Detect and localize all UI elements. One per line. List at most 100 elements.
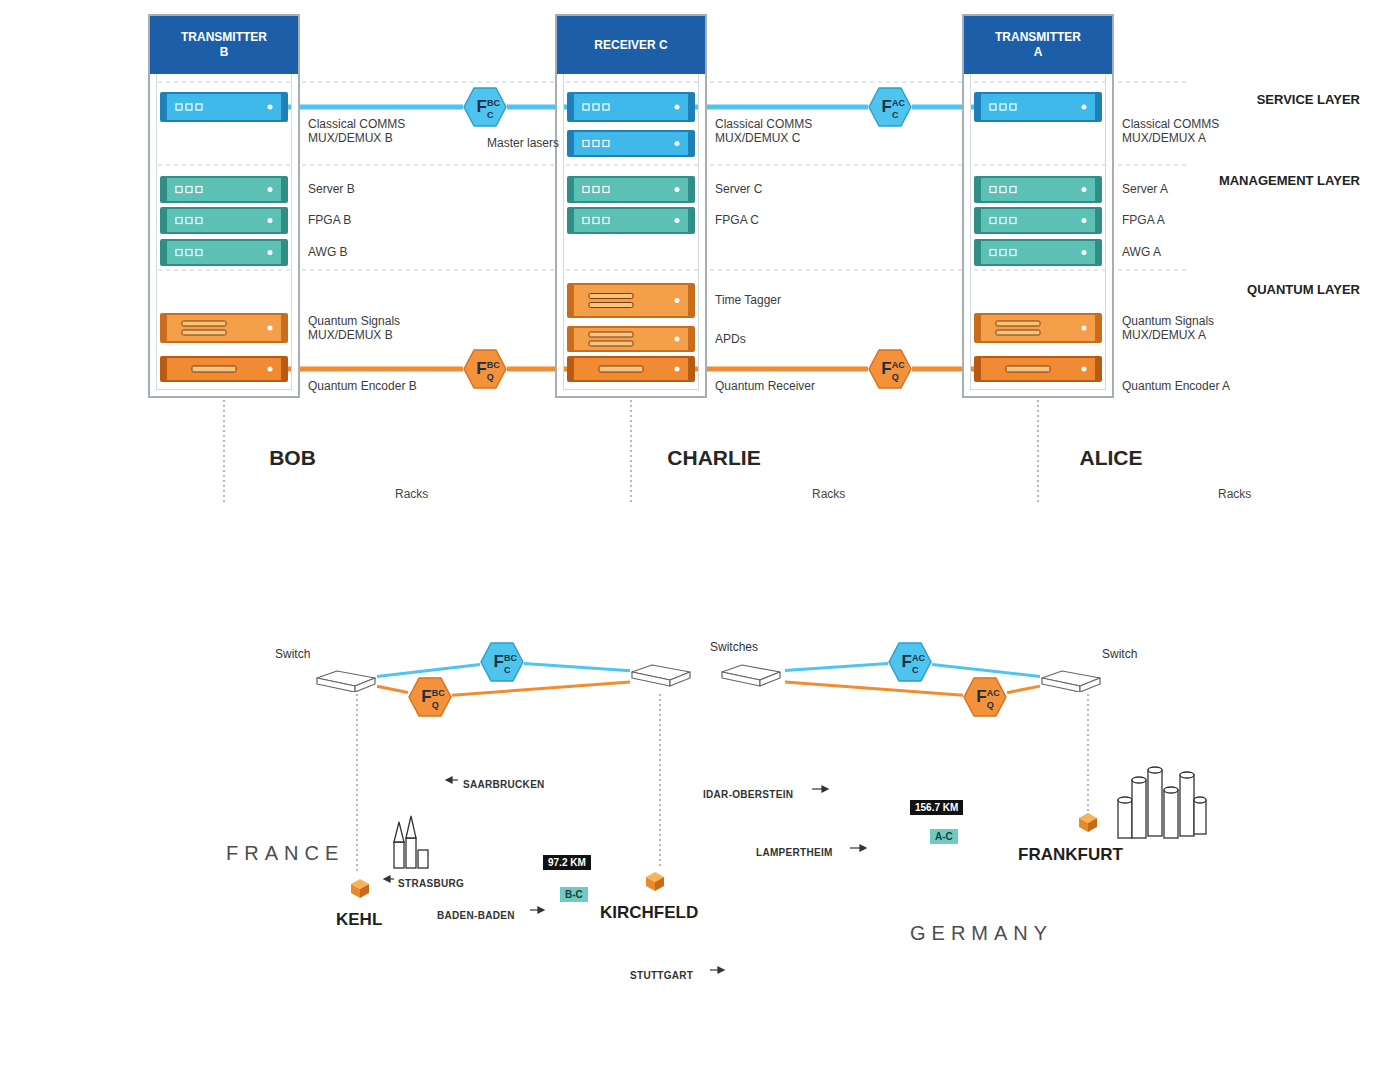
rack-side: [638, 511, 668, 633]
rack-front-module: [184, 558, 226, 566]
fibre-link: [507, 367, 567, 372]
rack-module: Quantum Signals MUX/DEMUX A: [974, 313, 1102, 343]
badge-symbol: F: [494, 652, 504, 671]
switch-icon: [1042, 671, 1100, 692]
module-end-cap: [688, 358, 693, 380]
layer-label: MANAGEMENT LAYER: [1219, 173, 1360, 188]
module-label: Quantum Signals MUX/DEMUX B: [308, 314, 420, 343]
port-square: [196, 187, 202, 193]
fibre-link: [695, 367, 868, 372]
module-slot: [589, 294, 633, 299]
badge-superscript: AC: [987, 688, 1000, 698]
rack-front-module: [184, 541, 226, 549]
dashed-rack-outline: [1232, 506, 1262, 638]
module-end-cap: [162, 178, 167, 201]
module-faceplate: [569, 132, 693, 155]
port-square: [593, 141, 599, 147]
module-end-cap: [569, 94, 574, 120]
city-label: LAMPERTHEIM: [756, 847, 833, 858]
module-end-cap: [1095, 241, 1100, 264]
badge-hexagon-shape: [464, 350, 506, 388]
module-end-cap: [976, 358, 981, 380]
fibre-link: [785, 664, 888, 671]
plate-side: [15, 868, 1378, 1086]
rack-module: Quantum Signals MUX/DEMUX B: [160, 313, 288, 343]
port-square: [593, 187, 599, 193]
site-hexagon: ALICESwitch: [932, 418, 1290, 705]
rack-front: [992, 523, 1042, 633]
switch-side: [355, 678, 375, 692]
rack-module: APDs: [567, 326, 695, 352]
racks-label: Racks: [812, 487, 845, 501]
badge-subscript: Q: [432, 700, 439, 710]
port-square: [186, 218, 192, 224]
network-switch: Switches: [630, 662, 785, 690]
badge-hexagon-shape: [481, 643, 523, 681]
dashed-rack-outline: [977, 506, 1122, 638]
rack-front: [180, 523, 230, 633]
module-label: Master lasers: [459, 136, 559, 150]
port-square: [186, 104, 192, 110]
badge-symbol: F: [902, 652, 912, 671]
switch-icon: [722, 665, 780, 686]
port-square: [1000, 187, 1006, 193]
badge-hexagon-shape: [464, 88, 506, 126]
plate-top: [15, 690, 1378, 1066]
fibre-link: [507, 105, 567, 110]
module-end-cap: [688, 285, 693, 316]
label-holder: QUANTUM LAYER: [1247, 280, 1360, 298]
badge-symbol: F: [421, 687, 431, 706]
module-led: [268, 187, 273, 192]
rack-header: RECEIVER C: [557, 16, 705, 74]
module-end-cap: [1095, 209, 1100, 232]
rack-front-module: [996, 603, 1038, 613]
label-holder: KIRCHFELD: [600, 903, 698, 923]
label-holder: Racks: [395, 484, 428, 502]
module-end-cap: [162, 315, 167, 341]
port-square: [176, 187, 182, 193]
badge-subscript: C: [892, 110, 899, 120]
dashed-rack-outline: [573, 506, 718, 638]
racks-label: Racks: [1218, 487, 1251, 501]
location-marker: [1079, 813, 1097, 832]
rack-front-module: [184, 569, 226, 577]
fibre-link-badge: FACQ: [963, 677, 1007, 717]
port-square: [176, 104, 182, 110]
port-square: [1000, 104, 1006, 110]
port-square: [1010, 187, 1016, 193]
badge-superscript: BC: [432, 688, 445, 698]
country-label: GERMANY: [910, 922, 1053, 945]
fibre-link: [1007, 686, 1040, 693]
module-led: [1082, 367, 1087, 372]
module-led: [1082, 250, 1087, 255]
rack-module: FPGA A: [974, 207, 1102, 234]
module-slot: [182, 330, 226, 335]
port-square: [1010, 250, 1016, 256]
module-faceplate: [976, 178, 1100, 201]
switch-icon: [632, 665, 690, 686]
fibre-link: [912, 105, 974, 110]
label-holder: IDAR-OBERSTEIN: [703, 784, 793, 802]
fibre-link: [785, 682, 963, 695]
module-faceplate: [569, 328, 693, 350]
badge-subscript: Q: [487, 372, 494, 382]
port-square: [593, 218, 599, 224]
module-end-cap: [569, 358, 574, 380]
rack-module: Time Tagger: [567, 283, 695, 318]
module-end-cap: [688, 94, 693, 120]
port-square: [603, 187, 609, 193]
dashed-rack-outline: [1122, 506, 1262, 518]
module-faceplate: [162, 358, 286, 380]
rack-module: FPGA C: [567, 207, 695, 234]
switch-front: [722, 672, 760, 686]
rack-front-module: [592, 530, 634, 538]
switch-graphic: [630, 662, 785, 690]
module-led: [675, 105, 680, 110]
badge-hexagon-shape: [869, 350, 911, 388]
city-label: IDAR-OBERSTEIN: [703, 789, 793, 800]
switch-side: [760, 672, 780, 686]
rack-module: FPGA B: [160, 207, 288, 234]
module-slot: [589, 332, 633, 337]
